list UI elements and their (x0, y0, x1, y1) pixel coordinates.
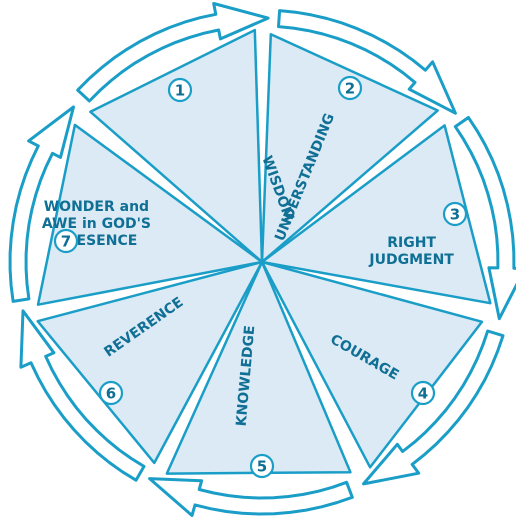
wedge-layer (36, 28, 492, 475)
segment-label-line: WONDER and (44, 199, 149, 215)
wedge-5 (36, 260, 264, 465)
number-badge-6: 6 (98, 380, 124, 406)
number-text: 5 (257, 458, 267, 476)
segment-label-line: AWE in GOD'S (42, 216, 151, 232)
number-badge-1: 1 (167, 77, 193, 103)
number-badge-5: 5 (249, 453, 275, 479)
number-circle (442, 201, 468, 227)
wedge-7 (89, 28, 264, 264)
number-circle (337, 75, 363, 101)
number-text: 6 (106, 385, 116, 403)
cycle-arrow-4 (148, 477, 354, 517)
number-text: 4 (418, 385, 428, 403)
number-text: 2 (345, 80, 355, 98)
number-circle (98, 380, 124, 406)
wedge-2 (260, 124, 492, 305)
number-circle (410, 380, 436, 406)
cycle-arrow-3 (362, 329, 505, 486)
segment-label-line: RIGHT (387, 235, 436, 251)
number-circle (53, 228, 79, 254)
cycle-arrow-7 (76, 2, 270, 103)
number-text: 1 (175, 82, 185, 100)
number-circle (167, 77, 193, 103)
cycle-arrow-2 (453, 116, 516, 321)
segment-label-line: JUDGMENT (368, 252, 454, 268)
wedge-1 (260, 32, 439, 264)
number-badge-3: 3 (442, 201, 468, 227)
cycle-arrow-1 (277, 9, 457, 115)
cycle-arrow-6 (8, 105, 75, 303)
number-text: 7 (61, 233, 71, 251)
number-badge-2: 2 (337, 75, 363, 101)
wedge-6 (36, 123, 264, 306)
number-badge-4: 4 (410, 380, 436, 406)
arrow-ring (8, 2, 516, 517)
number-circle (249, 453, 275, 479)
cycle-arrow-5 (19, 309, 146, 482)
number-badge-7: 7 (53, 228, 79, 254)
number-text: 3 (450, 206, 460, 224)
